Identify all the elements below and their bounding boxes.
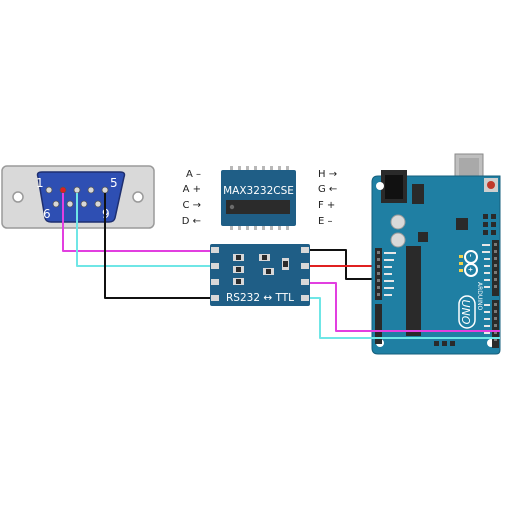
db9-pin-8 [80,200,88,208]
chip-right-pin-f: F + [318,200,335,211]
module-pad-right-2 [301,263,309,269]
chip-ic-dot [229,204,235,210]
rs232-ttl-module: RS232 ↔ TTL [210,244,310,306]
icsp-header-top [483,214,496,235]
db9-pin-label-6: 6 [43,207,51,221]
wire-cyan-db9 [76,193,214,267]
chip-bottom-pins [230,224,289,230]
db9-pin-label-1: 1 [36,176,44,190]
arduino-uno-board: – + ARDUINO UNO [371,153,501,355]
icsp-header-bottom [434,341,455,346]
module-pad-left-3 [211,279,219,285]
db9-pin-7 [66,200,74,208]
chip-body [221,170,296,226]
led-l [459,255,463,258]
power-header-labels [384,252,396,296]
chip-top-pins [230,166,289,172]
db9-pin-2 [59,186,67,194]
chip-left-pin-c: C → [182,200,201,211]
voltage-regulator [412,184,424,204]
arduino-logo-text: ARDUINO [476,282,483,311]
module-pad-left-2 [211,263,219,269]
module-pad-right-1 [301,247,309,253]
db9-pin-4 [87,186,95,194]
arduino-logo: – + [464,250,478,277]
wire-magenta-db9 [62,193,214,252]
db9-face [36,171,126,223]
digital-header-labels [482,244,490,334]
module-pad-right-4 [301,295,309,301]
chip-right-pin-g: G ← [318,184,337,195]
led-rx [459,269,463,272]
wire-black-db9 [104,193,214,299]
capacitor-1 [390,214,406,230]
small-ic-1 [456,218,468,230]
power-jack-inner [385,175,403,199]
db9-pin-3 [73,186,81,194]
uno-badge: UNO [458,295,476,329]
module-pad-right-3 [301,279,309,285]
chip-label: MAX3232CSE [223,185,294,197]
module-label: RS232 ↔ TTL [226,292,294,304]
module-pad-left-4 [211,295,219,301]
module-pad-left-1 [211,247,219,253]
db9-pin-9 [94,200,102,208]
power-header-pins [377,251,380,296]
wires-over-board [320,330,500,339]
db9-mount-hole-right [132,191,144,203]
board-hole-1 [376,182,384,190]
chip-right-pin-e: E – [318,216,333,227]
led-tx [459,262,463,265]
db9-pin-1 [45,186,53,194]
analog-header [375,304,382,344]
svg-text:–: – [467,254,474,257]
module-component-centers [236,255,288,284]
atmega-mcu [406,246,421,336]
chip-right-pin-h: H → [318,169,337,180]
chip-left-pin-a-plus: A + [183,184,201,195]
max3232-chip: MAX3232CSE A – A + C → D ← H → G ← F + E… [182,166,337,230]
chip-left-pin-a-minus: A – [186,169,201,180]
db9-pin-label-5: 5 [110,176,118,190]
small-ic-2 [418,232,428,242]
db9-mount-hole-left [12,191,24,203]
wire-black-arduino [304,249,376,280]
svg-text:+: + [467,267,474,272]
digital-header-upper [492,240,499,296]
chip-left-pin-d: D ← [182,216,201,227]
digital-header-pins [494,243,497,341]
chip-ic [226,200,290,214]
uno-text: UNO [459,300,472,325]
reset-button [487,181,495,189]
db9-pin-5 [101,186,109,194]
db9-pin-6 [52,200,60,208]
capacitor-2 [390,232,406,248]
